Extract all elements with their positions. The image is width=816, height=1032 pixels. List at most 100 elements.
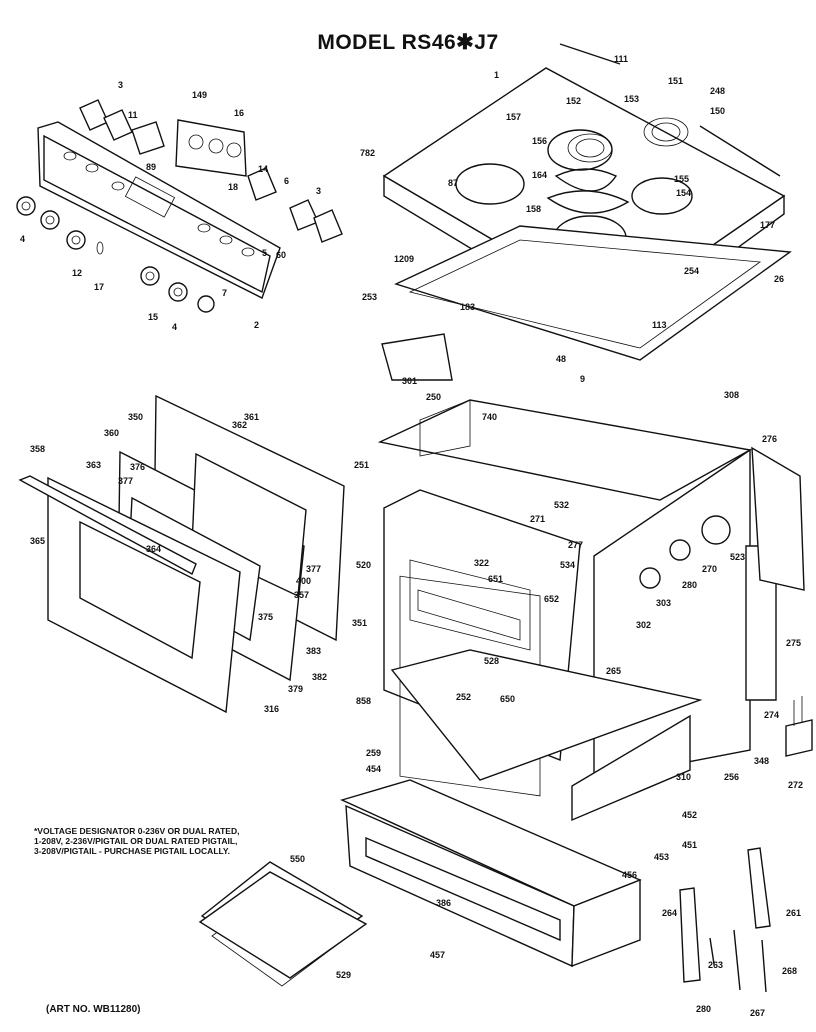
part-number-label: 358 [30, 444, 45, 454]
storage-drawer [340, 779, 642, 968]
part-number-label: 377 [306, 564, 321, 574]
part-number-label: 651 [488, 574, 503, 584]
part-number-label: 348 [754, 756, 769, 766]
footnote-line-1: *VOLTAGE DESIGNATOR 0-236V OR DUAL RATED… [34, 826, 240, 836]
part-number-label: 87 [448, 178, 458, 188]
part-number-label: 263 [708, 960, 723, 970]
part-number-label: 308 [724, 390, 739, 400]
part-number-label: 254 [684, 266, 699, 276]
part-number-label: 301 [402, 376, 417, 386]
part-number-label: 12 [72, 268, 82, 278]
part-number-label: 357 [294, 590, 309, 600]
part-number-label: 280 [682, 580, 697, 590]
part-number-label: 250 [426, 392, 441, 402]
part-number-label: 782 [360, 148, 375, 158]
part-number-label: 453 [654, 852, 669, 862]
part-number-label: 259 [366, 748, 381, 758]
part-number-label: 149 [192, 90, 207, 100]
part-number-label: 1 [494, 70, 499, 80]
part-number-label: 3 [316, 186, 321, 196]
part-number-label: 17 [94, 282, 104, 292]
part-number-label: 15 [148, 312, 158, 322]
part-number-label: 3 [118, 80, 123, 90]
part-number-label: 26 [774, 274, 784, 284]
broiler-pan [198, 861, 368, 987]
part-number-label: 520 [356, 560, 371, 570]
part-number-label: 6 [284, 176, 289, 186]
part-number-label: 386 [436, 898, 451, 908]
part-number-label: 528 [484, 656, 499, 666]
part-number-label: 151 [668, 76, 683, 86]
part-number-label: 113 [652, 320, 667, 330]
part-number-label: 14 [258, 164, 268, 174]
part-number-label: 268 [782, 966, 797, 976]
part-number-label: 523 [730, 552, 745, 562]
part-number-label: 383 [306, 646, 321, 656]
part-number-label: 454 [366, 764, 381, 774]
part-number-label: 360 [104, 428, 119, 438]
part-number-label: 251 [354, 460, 369, 470]
part-number-label: 400 [296, 576, 311, 586]
part-number-label: 534 [560, 560, 575, 570]
part-number-label: 302 [636, 620, 651, 630]
part-number-label: 740 [482, 412, 497, 422]
terminal-block [785, 696, 813, 757]
part-number-label: 652 [544, 594, 559, 604]
part-number-label: 272 [788, 780, 803, 790]
control-knobs [16, 196, 215, 313]
part-number-label: 310 [676, 772, 691, 782]
part-number-label: 154 [676, 188, 691, 198]
part-number-label: 261 [786, 908, 801, 918]
part-number-label: 456 [622, 870, 637, 880]
part-number-label: 183 [460, 302, 475, 312]
oven-body [377, 399, 805, 822]
part-number-label: 177 [760, 220, 775, 230]
part-number-label: 452 [682, 810, 697, 820]
footnote-line-2: 1-208V, 2-236V/PIGTAIL OR DUAL RATED PIG… [34, 836, 238, 846]
part-number-label: 253 [362, 292, 377, 302]
part-number-label: 303 [656, 598, 671, 608]
part-number-label: 5 [262, 248, 267, 258]
part-number-label: 379 [288, 684, 303, 694]
part-number-label: 164 [532, 170, 547, 180]
part-number-label: 9 [580, 374, 585, 384]
part-number-label: 858 [356, 696, 371, 706]
voltage-footnote: *VOLTAGE DESIGNATOR 0-236V OR DUAL RATED… [34, 826, 334, 856]
part-number-label: 48 [556, 354, 566, 364]
diagram-title: MODEL RS46✱J7 [317, 31, 499, 54]
part-number-label: 153 [624, 94, 639, 104]
part-number-label: 264 [662, 908, 677, 918]
part-number-label: 377 [118, 476, 133, 486]
part-number-label: 274 [764, 710, 779, 720]
part-number-label: 270 [702, 564, 717, 574]
part-number-label: 16 [234, 108, 244, 118]
part-number-label: 158 [526, 204, 541, 214]
part-number-label: 7 [222, 288, 227, 298]
part-number-label: 316 [264, 704, 279, 714]
switches [79, 99, 343, 243]
part-number-label: 150 [710, 106, 725, 116]
part-number-label: 60 [276, 250, 286, 260]
part-number-label: 451 [682, 840, 697, 850]
part-number-label: 252 [456, 692, 471, 702]
part-number-label: 111 [614, 54, 628, 64]
part-number-label: 351 [352, 618, 367, 628]
part-number-label: 375 [258, 612, 273, 622]
part-number-label: 529 [336, 970, 351, 980]
part-number-label: 276 [762, 434, 777, 444]
part-number-label: 2 [254, 320, 259, 330]
part-number-label: 1209 [394, 254, 414, 264]
part-number-label: 363 [86, 460, 101, 470]
part-number-label: 365 [30, 536, 45, 546]
part-number-label: 277 [568, 540, 583, 550]
part-number-label: 157 [506, 112, 521, 122]
part-number-label: 376 [130, 462, 145, 472]
oven-door [18, 394, 345, 714]
part-number-label: 18 [228, 182, 238, 192]
part-number-label: 11 [128, 110, 138, 120]
part-number-label: 361 [244, 412, 259, 422]
part-number-label: 364 [146, 544, 161, 554]
art-number: (ART NO. WB11280) [46, 1004, 141, 1015]
